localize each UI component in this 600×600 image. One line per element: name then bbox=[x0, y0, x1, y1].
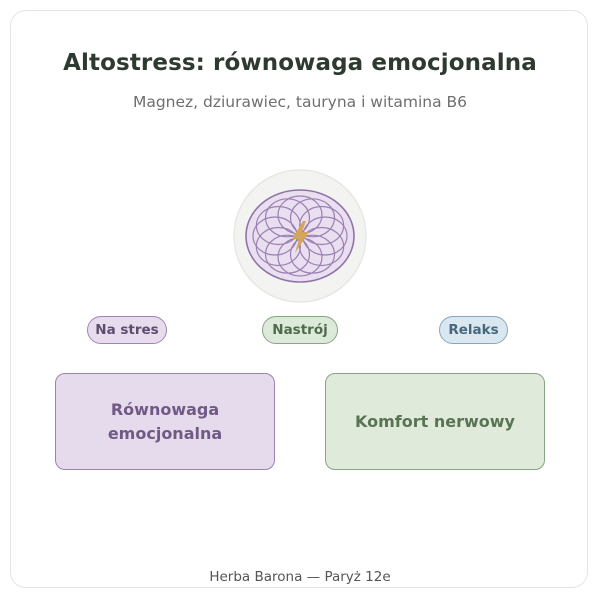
floral-rosette-icon bbox=[245, 189, 355, 283]
tag-na-stres: Na stres bbox=[87, 316, 167, 344]
page-subtitle: Magnez, dziurawiec, tauryna i witamina B… bbox=[132, 93, 468, 111]
footer-text: Herba Barona — Paryż 12e bbox=[209, 569, 391, 585]
benefit-label: Równowaga emocjonalna bbox=[107, 400, 223, 443]
lightning-bolt-icon bbox=[292, 221, 309, 253]
emblem bbox=[233, 169, 367, 303]
tag-nastroj: Nastrój bbox=[262, 316, 338, 344]
tag-relaks: Relaks bbox=[439, 316, 508, 344]
page-title: Altostress: równowaga emocjonalna bbox=[63, 50, 537, 76]
benefit-box-emotional-balance: Równowaga emocjonalna bbox=[55, 373, 275, 470]
benefit-label: Komfort nerwowy bbox=[355, 411, 515, 431]
benefit-box-nervous-comfort: Komfort nerwowy bbox=[325, 373, 545, 470]
